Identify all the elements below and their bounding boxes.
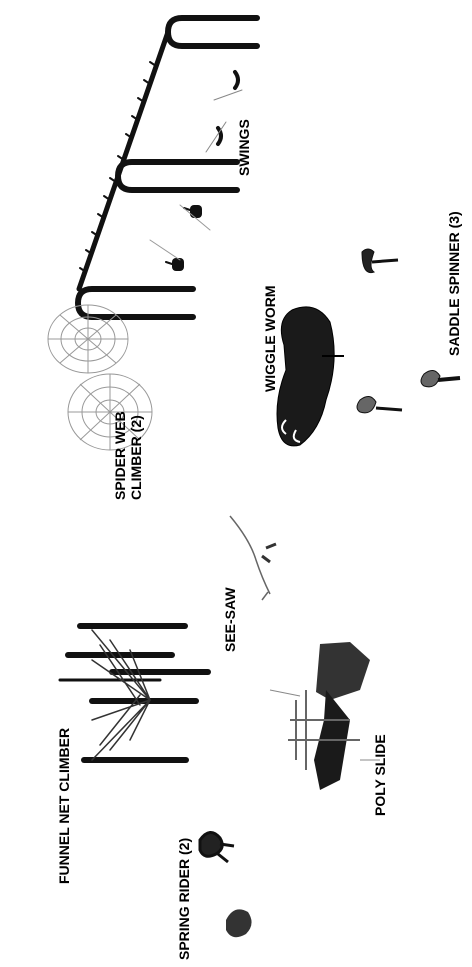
label-swings: SWINGS (236, 119, 252, 176)
label-see-saw-text: SEE-SAW (222, 587, 238, 652)
label-poly-slide-text: POLY SLIDE (372, 734, 388, 816)
wiggle-worm-drawing (277, 307, 344, 446)
poly-slide-drawing (270, 642, 380, 790)
label-saddle-spinner: SADDLE SPINNER (3) (446, 211, 462, 356)
label-see-saw: SEE-SAW (222, 587, 238, 652)
label-saddle-spinner-text: SADDLE SPINNER (3) (446, 211, 462, 356)
swing-bucket-seat-2 (172, 258, 184, 271)
label-poly-slide: POLY SLIDE (372, 734, 388, 816)
label-spring-rider: SPRING RIDER (2) (176, 838, 192, 960)
label-spider-web-line2: CLIMBER (2) (128, 411, 144, 500)
swing-bucket-seat-1 (190, 205, 202, 218)
label-spring-rider-text: SPRING RIDER (2) (176, 838, 192, 960)
swing-seat-1 (235, 72, 238, 88)
label-swings-text: SWINGS (236, 119, 252, 176)
spring-rider-drawing (200, 832, 252, 937)
label-spider-web-line1: SPIDER WEB (112, 411, 128, 500)
net-mesh (92, 630, 150, 760)
spring-rider-2 (226, 909, 252, 937)
swing-frame-middle-arch (118, 162, 237, 190)
label-funnel-net-climber-text: FUNNEL NET CLIMBER (56, 728, 72, 884)
label-wiggle-worm: WIGGLE WORM (262, 285, 278, 392)
label-spider-web-climber: SPIDER WEB CLIMBER (2) (112, 411, 144, 500)
saddle-spinner-3 (357, 396, 376, 412)
saddle-spinner-drawing (357, 249, 460, 413)
label-funnel-net-climber: FUNNEL NET CLIMBER (56, 728, 72, 884)
funnel-net-climber-drawing (60, 626, 208, 760)
swing-frame-bottom-arch (78, 289, 193, 317)
label-wiggle-worm-text: WIGGLE WORM (262, 285, 278, 392)
saddle-spinner-2 (421, 370, 440, 386)
swing-set-drawing (78, 18, 257, 317)
swing-frame-top-arch (168, 18, 257, 46)
spring-rider-1 (200, 832, 234, 862)
